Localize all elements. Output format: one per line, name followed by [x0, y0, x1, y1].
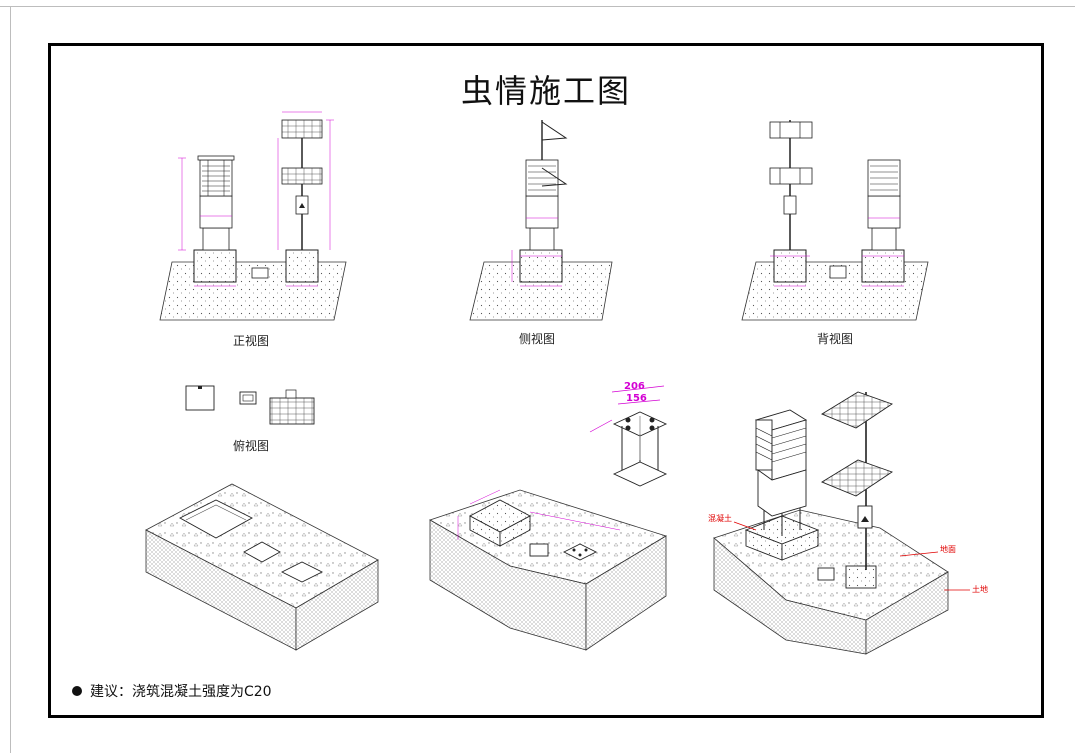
front-solar-panel-top — [281, 119, 323, 139]
drawing-title: 虫情施工图 — [460, 72, 631, 110]
installed-assembly: 混凝土 地面 土地 — [708, 391, 988, 655]
top-solar-panel-outline — [269, 397, 315, 425]
back-junction-box — [829, 265, 847, 279]
back-panel-bottom — [769, 167, 813, 185]
junction-box-installed — [817, 567, 835, 581]
solar-panel-upper-3d — [821, 391, 893, 429]
label-ground: 地面 — [940, 544, 956, 554]
back-trap-body — [867, 195, 901, 229]
side-trap-body — [525, 195, 559, 229]
back-pole-foundation — [773, 249, 807, 283]
top-view — [185, 385, 315, 425]
anchor-bracket-detail: 206 156 — [589, 381, 668, 487]
caption-front-view: 正视图 — [232, 334, 269, 348]
pole-foundation-3d — [845, 565, 877, 589]
side-view — [469, 120, 613, 321]
top-junction-box-outline — [239, 391, 257, 405]
junction-box-3d — [529, 543, 549, 557]
front-solar-panel-bottom — [281, 167, 323, 185]
side-foundation — [519, 249, 563, 283]
caption-side-view: 侧视图 — [518, 332, 555, 346]
formwork-block — [429, 489, 667, 651]
caption-back-view: 背视图 — [816, 332, 853, 346]
trap-lower-body-3d — [757, 469, 807, 517]
pole-anchor-plate — [562, 543, 598, 561]
label-concrete: 混凝土 — [708, 513, 732, 523]
side-panel-bottom — [541, 167, 568, 187]
back-view — [741, 120, 929, 321]
front-trap-body — [199, 195, 233, 229]
back-trap-foundation — [861, 249, 905, 283]
front-view — [159, 111, 347, 321]
drawing-frame: 虫情施工图 — [48, 43, 1044, 718]
excavation-block — [145, 483, 379, 651]
back-control-box — [783, 195, 797, 215]
bracket-dim-inner: 156 — [626, 393, 647, 404]
caption-top-view: 俯视图 — [232, 439, 269, 453]
page-edge-top — [0, 6, 1075, 7]
junction-pit — [243, 541, 281, 563]
construction-note: 建议：浇筑混凝土强度为C20 — [72, 681, 272, 701]
side-ground — [469, 261, 613, 321]
page-edge-left — [10, 6, 11, 753]
note-text: 建议：浇筑混凝土强度为C20 — [90, 684, 272, 700]
solar-panel-lower-3d — [821, 459, 893, 497]
front-trap-foundation — [193, 249, 237, 283]
bullet-icon — [72, 686, 82, 696]
side-panel-top — [541, 121, 568, 141]
trap-pit — [179, 499, 253, 539]
label-soil: 土地 — [972, 584, 988, 594]
bracket-dim-outer: 206 — [624, 381, 645, 392]
front-junction-box — [251, 267, 269, 279]
back-panel-top — [769, 121, 813, 139]
top-trap-outline — [185, 385, 215, 411]
front-pole-foundation — [285, 249, 319, 283]
pole-pit — [280, 561, 324, 583]
